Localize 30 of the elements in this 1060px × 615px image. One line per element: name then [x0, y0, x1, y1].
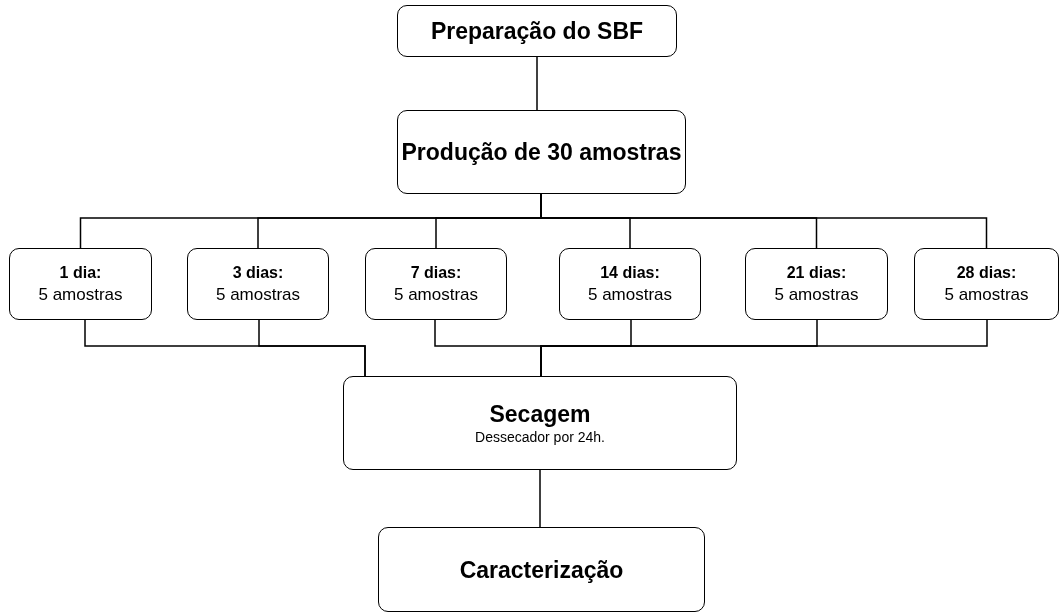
connector-line	[258, 319, 366, 377]
process-box	[745, 248, 888, 320]
box-detail: 5 amostras	[774, 284, 859, 306]
box-detail: 5 amostras	[587, 284, 673, 306]
process-box	[343, 376, 737, 470]
box-title: 3 dias:	[232, 263, 284, 283]
box-title: 14 dias:	[600, 263, 660, 283]
box-detail: 5 amostras	[38, 284, 123, 306]
box-title: Produção de 30 amostras	[401, 138, 682, 167]
box-title: Preparação do SBF	[430, 17, 644, 46]
box-detail: 5 amostras	[393, 284, 479, 306]
box-title: 1 dia:	[59, 263, 102, 283]
connector-line	[536, 56, 538, 111]
process-box	[9, 248, 152, 320]
process-box	[397, 110, 686, 194]
process-box	[559, 248, 701, 320]
box-detail: 5 amostras	[944, 284, 1029, 306]
box-title: 7 dias:	[410, 263, 462, 283]
box-title: 21 dias:	[786, 263, 847, 283]
box-title: Caracterização	[459, 555, 624, 585]
process-box	[914, 248, 1059, 320]
process-box	[365, 248, 507, 320]
box-detail: 5 amostras	[215, 284, 301, 306]
connector-line	[539, 469, 541, 528]
box-title: Secagem	[489, 400, 591, 428]
process-box	[187, 248, 329, 320]
process-box	[397, 5, 677, 57]
process-box	[378, 527, 705, 612]
box-title: 28 dias:	[956, 263, 1017, 283]
box-detail: Dessecador por 24h.	[475, 428, 605, 446]
